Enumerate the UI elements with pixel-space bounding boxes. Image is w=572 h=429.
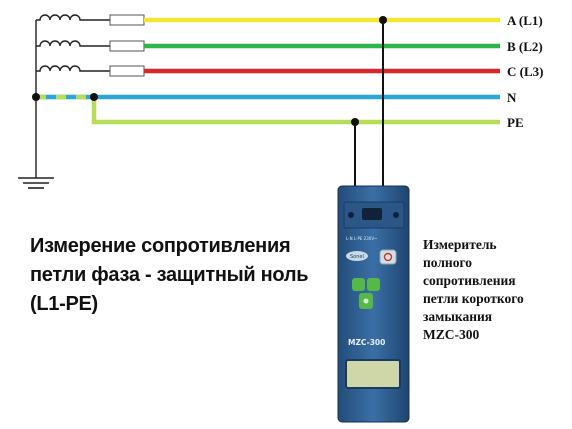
socket-icon (393, 212, 399, 218)
label-l3: C (L3) (507, 64, 543, 79)
measurement-caption: Измерение сопротивления петли фаза - защ… (30, 232, 340, 319)
fuses (109, 14, 145, 77)
caption-line: Измерение сопротивления (30, 235, 291, 257)
label-n: N (507, 90, 517, 105)
description-line: полного (423, 255, 472, 270)
key-button (352, 278, 365, 291)
wire-pe (91, 97, 500, 125)
socket-icon (348, 212, 354, 218)
label-pe: PE (507, 115, 524, 130)
device-model-label: MZC-300 (348, 338, 385, 347)
label-l2: B (L2) (507, 39, 543, 54)
description-line: сопротивления (423, 273, 516, 288)
key-dot (363, 298, 369, 304)
junction-dot (32, 93, 40, 101)
mzc-300-device: L-N L-PE 230V~ Sonel MZC-300 (337, 185, 410, 423)
ground-icon (18, 177, 54, 189)
power-icon (383, 252, 393, 262)
caption-line: петли фаза - защитный ноль (30, 264, 309, 286)
description-line: Измеритель (423, 237, 497, 252)
keypad (352, 278, 380, 309)
description-line: замыкания (423, 309, 493, 324)
connector-icon (362, 208, 382, 220)
power-button (379, 249, 397, 265)
brand-logo (346, 251, 368, 261)
label-l1: A (L1) (507, 13, 543, 28)
device-range-label: L-N L-PE 230V~ (346, 236, 377, 241)
junction-dot (90, 93, 98, 101)
device-display (345, 359, 401, 389)
brand-text: Sonel (350, 254, 364, 260)
fuse-l2 (109, 40, 145, 52)
caption-line: (L1-PE) (30, 293, 98, 315)
key-button (367, 278, 380, 291)
description-line: петли короткого (423, 291, 524, 306)
description-line: MZC-300 (423, 327, 480, 342)
fuse-l1 (109, 14, 145, 26)
device-description: Измеритель полного сопротивления петли к… (423, 236, 572, 344)
fuse-l3 (109, 65, 145, 77)
